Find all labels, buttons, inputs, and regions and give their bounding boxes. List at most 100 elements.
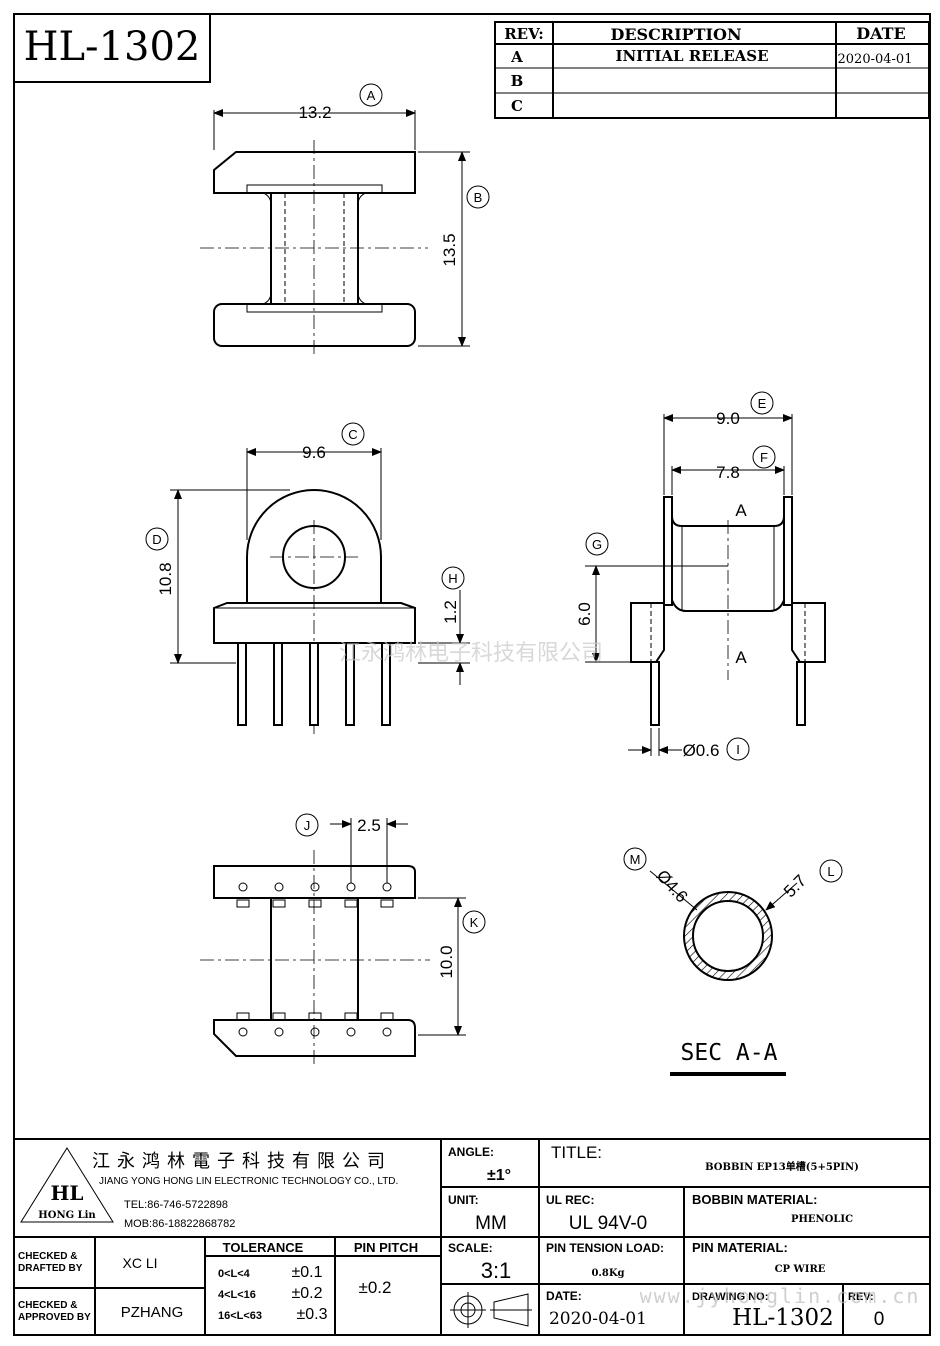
dim-d-value: 10.8 xyxy=(156,562,175,595)
drawing-no-label: DRAWING NO: xyxy=(692,1291,768,1303)
scale-label: SCALE: xyxy=(448,1241,493,1255)
drawing-number: HL-1302 xyxy=(24,24,201,70)
balloon-l xyxy=(819,859,843,883)
drawing-border xyxy=(13,13,931,1336)
svg-text:J: J xyxy=(304,818,311,833)
tolerance-value-2: ±0.2 xyxy=(291,1285,322,1302)
balloon-b xyxy=(466,185,490,209)
balloon-k xyxy=(462,910,486,934)
pin-material-label: PIN MATERIAL: xyxy=(692,1240,788,1255)
svg-text:C: C xyxy=(348,427,357,442)
svg-text:K: K xyxy=(470,915,479,930)
tolerance-range-2: 4<L<16 xyxy=(218,1289,256,1301)
rev-b: B xyxy=(511,72,524,90)
front-housing xyxy=(246,489,382,603)
bobbin-material-value: PHENOLIC xyxy=(791,1214,853,1225)
dim-f-value: 7.8 xyxy=(716,463,740,482)
dim-k-value: 10.0 xyxy=(437,945,456,978)
drawing-number-box: HL-1302 xyxy=(13,13,211,83)
dim-a-value: 13.2 xyxy=(298,103,331,122)
ul-value: UL 94V-0 xyxy=(569,1213,648,1234)
dim-c-value: 9.6 xyxy=(302,443,326,462)
company-mob: MOB:86-18822868782 xyxy=(124,1218,235,1230)
watermark-footer: www.jyhonglin.com.cn xyxy=(640,1284,921,1308)
unit-label: UNIT: xyxy=(448,1193,479,1207)
rev-label: REV: xyxy=(848,1291,874,1303)
svg-text:H: H xyxy=(448,571,457,586)
svg-text:A: A xyxy=(367,88,376,103)
company-logo: HL HONG Lin xyxy=(20,1147,114,1223)
dim-h-value: 1.2 xyxy=(441,600,460,624)
logo-subtext: HONG Lin xyxy=(38,1210,96,1221)
balloon-e xyxy=(750,391,774,415)
balloon-d xyxy=(145,527,169,551)
rev-c: C xyxy=(511,97,523,115)
bottom-view: 2.5 J 10.0 K xyxy=(200,813,486,1066)
tolerance-label: TOLERANCE xyxy=(223,1240,304,1255)
section-title: SEC A-A xyxy=(681,1040,778,1066)
dim-l-value: 5.7 xyxy=(780,871,810,901)
title-value: BOBBIN EP13单槽(5+5PIN) xyxy=(705,1160,859,1173)
svg-text:E: E xyxy=(758,396,767,411)
rev-a: A xyxy=(510,48,523,66)
pin-tension-value: 0.8Kg xyxy=(591,1268,624,1279)
pin-tension-label: PIN TENSION LOAD: xyxy=(546,1241,664,1255)
balloon-g xyxy=(585,532,609,556)
front-pins xyxy=(237,642,391,726)
date-value: 2020-04-01 xyxy=(549,1309,647,1329)
dim-i-value: Ø0.6 xyxy=(683,741,720,760)
angle-label: ANGLE: xyxy=(448,1145,494,1159)
dim-b-value: 13.5 xyxy=(440,233,459,266)
cut-label-top: A xyxy=(735,501,747,520)
pin-base xyxy=(213,602,416,644)
svg-text:F: F xyxy=(760,450,768,465)
title-block: HL HONG Lin 江永鸿林電子科技有限公司 JIANG YONG HONG… xyxy=(14,1138,930,1335)
revision-table: REV: DESCRIPTION DATE A INITIAL RELEASE … xyxy=(494,21,930,119)
company-name-en: JIANG YONG HONG LIN ELECTRONIC TECHNOLOG… xyxy=(99,1176,398,1187)
projection-symbol xyxy=(450,1292,532,1328)
date-header: DATE xyxy=(856,24,906,43)
rev-header: REV: xyxy=(504,25,544,43)
top-view: 13.2 A 13.5 B xyxy=(200,83,490,356)
balloon-m xyxy=(623,847,647,871)
checked-approved-value: PZHANG xyxy=(121,1304,184,1321)
unit-value: MM xyxy=(475,1213,507,1234)
balloon-f xyxy=(752,445,776,469)
pin-material-value: CP WIRE xyxy=(775,1264,826,1275)
company-name-cn: 江永鸿林電子科技有限公司 xyxy=(92,1151,392,1171)
checked-approved-label: CHECKED & APPROVED BY xyxy=(18,1300,91,1323)
section-a-a: Ø4.6 5.7 M L SEC A-A xyxy=(623,847,843,1076)
svg-text:G: G xyxy=(592,537,602,552)
balloon-a xyxy=(359,83,383,107)
pin-pitch-value: ±0.2 xyxy=(359,1278,392,1297)
scale-value: 3:1 xyxy=(481,1258,512,1283)
top-flange xyxy=(213,151,416,194)
front-view: 9.6 C 10.8 D 1.2 H xyxy=(145,422,470,735)
balloon-i xyxy=(726,737,750,761)
watermark-center: 江永鸿林电子科技有限公司 xyxy=(339,641,603,666)
svg-text:B: B xyxy=(474,190,483,205)
balloon-j xyxy=(295,813,319,837)
rev-a-description: INITIAL RELEASE xyxy=(615,47,768,65)
svg-text:L: L xyxy=(827,864,834,879)
svg-text:D: D xyxy=(152,532,161,547)
angle-value: ±1° xyxy=(487,1167,511,1184)
dim-j-value: 2.5 xyxy=(357,816,381,835)
rev-a-date: 2020-04-01 xyxy=(838,52,913,67)
balloon-c xyxy=(341,422,365,446)
description-header: DESCRIPTION xyxy=(610,25,741,44)
tolerance-value-1: ±0.1 xyxy=(291,1264,322,1281)
tolerance-range-1: 0<L<4 xyxy=(218,1268,251,1280)
logo-text: HL xyxy=(51,1181,84,1205)
rev-value: 0 xyxy=(874,1309,885,1330)
tolerance-value-3: ±0.3 xyxy=(296,1306,327,1323)
checked-drafted-value: XC LI xyxy=(122,1255,157,1271)
svg-text:I: I xyxy=(736,742,740,757)
bobbin-material-label: BOBBIN MATERIAL: xyxy=(692,1192,817,1207)
ul-label: UL REC: xyxy=(546,1193,594,1207)
bottom-pins-top xyxy=(236,882,394,908)
pin-pitch-label: PIN PITCH xyxy=(354,1240,418,1255)
checked-drafted-label: CHECKED & DRAFTED BY xyxy=(18,1251,83,1274)
cut-label-bottom: A xyxy=(735,648,747,667)
